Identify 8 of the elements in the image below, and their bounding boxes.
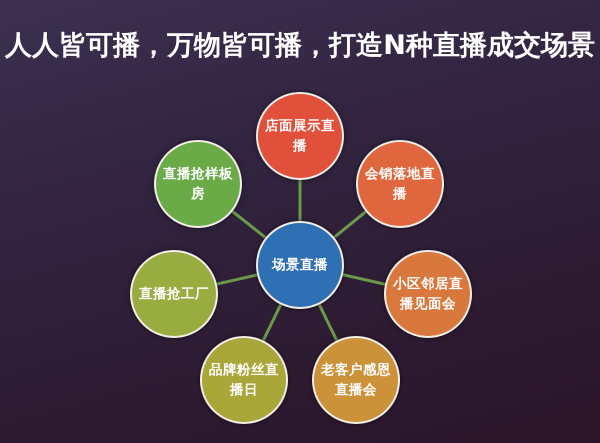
connector-line: [333, 210, 367, 238]
connector-line: [298, 180, 302, 221]
title: 人人皆可播，万物皆可播，打造N种直播成交场景: [4, 29, 596, 63]
connector-line: [262, 304, 282, 342]
connector-line: [232, 210, 266, 239]
connector-line: [342, 273, 386, 286]
connector-line: [216, 273, 258, 286]
connector-line: [318, 304, 338, 342]
